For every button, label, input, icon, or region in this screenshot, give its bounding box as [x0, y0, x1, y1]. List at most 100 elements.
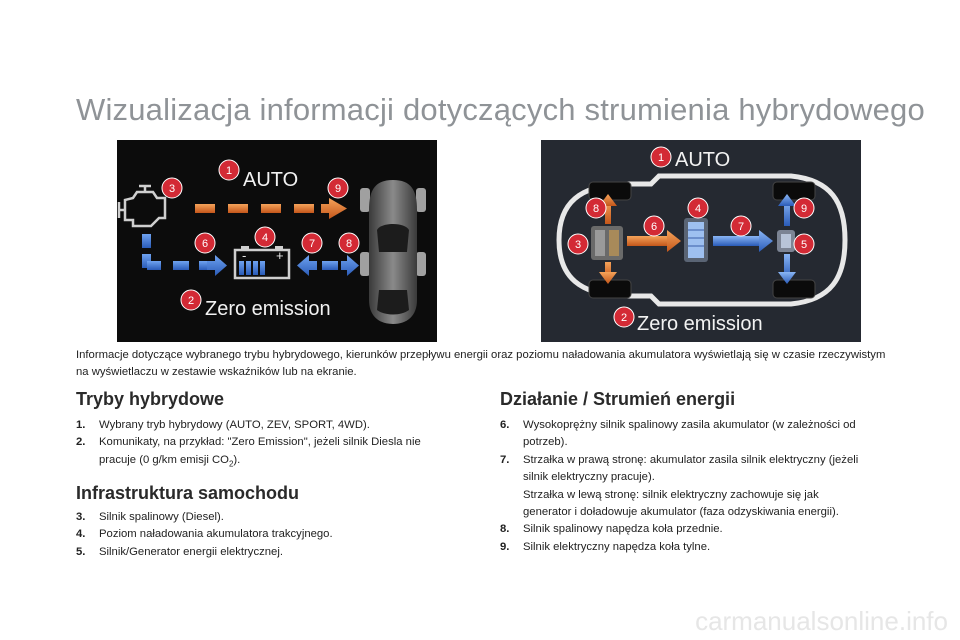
- badge-4-label: 4: [695, 203, 701, 215]
- item-text-pre: pracuje (0 g/km emisji CO: [99, 453, 229, 466]
- auto-mode-label: AUTO: [243, 169, 298, 191]
- list-vehicle-infrastructure: 3. Silnik spalinowy (Diesel). 4. Poziom …: [76, 509, 456, 561]
- badge-1-label: 1: [226, 165, 232, 177]
- battery-icon: [233, 246, 291, 280]
- badge-2-label: 2: [621, 312, 627, 324]
- badge-2: [613, 306, 635, 328]
- rear-arrow-up: [778, 194, 796, 206]
- list-item: 1. Wybrany tryb hybrydowy (AUTO, ZEV, SP…: [76, 417, 456, 434]
- battery-to-motor-arrow: [713, 230, 773, 252]
- badge-8-label: 8: [593, 203, 599, 215]
- item-text: Komunikaty, na przykład: "Zero Emission"…: [99, 436, 421, 449]
- item-text-continued: potrzeb).: [523, 436, 568, 449]
- flow-segment: [142, 254, 151, 268]
- badge-3: [567, 233, 589, 255]
- electric-motor-icon: [777, 230, 795, 252]
- battery-plus-label: +: [276, 248, 284, 263]
- engine-icon: [591, 226, 623, 260]
- item-number: 7.: [500, 453, 510, 466]
- badge-2-label: 2: [188, 295, 194, 307]
- engine-to-battery-arrow: [627, 230, 681, 252]
- badge-6-label: 6: [651, 221, 657, 233]
- badge-7-label: 7: [309, 238, 315, 250]
- list-item: 3. Silnik spalinowy (Diesel).: [76, 509, 456, 526]
- item-text-subscript: 2: [228, 459, 234, 469]
- badge-8: [327, 177, 349, 199]
- intro-paragraph: Informacje dotyczące wybranego trybu hyb…: [76, 349, 886, 378]
- item-number: 4.: [76, 528, 86, 541]
- item-text: Silnik spalinowy (Diesel).: [99, 511, 224, 523]
- badge-1: [218, 159, 240, 181]
- zero-emission-label: Zero emission: [205, 298, 331, 320]
- badge-3: [161, 177, 183, 199]
- badge-1: [650, 146, 672, 168]
- flow-segment: [147, 261, 161, 270]
- item-text-continued: silnik elektryczny pracuje).: [523, 471, 655, 484]
- rear-axle-down: [784, 254, 790, 278]
- item-text-continued: pracuje (0 g/km emisji CO2).: [99, 452, 456, 473]
- item-text: Poziom naładowania akumulatora trakcyjne…: [99, 528, 333, 541]
- badge-6-label: 6: [202, 238, 208, 250]
- zero-emission-label: Zero emission: [637, 313, 763, 335]
- dashboard-diagram: - + 1 3 9 6 4: [117, 159, 426, 324]
- item-number: 2.: [76, 436, 86, 449]
- list-item: 6. Wysokoprężny silnik spalinowy zasila …: [500, 417, 900, 452]
- battery-motor-arrow: [297, 255, 359, 276]
- badge-9: [793, 197, 815, 219]
- badge-4: [687, 197, 709, 219]
- rear-arrow-down: [778, 272, 796, 284]
- badge-4-label: 4: [262, 232, 268, 244]
- item-text: Silnik spalinowy napędza koła przednie.: [523, 523, 723, 536]
- badge-2: [180, 289, 202, 311]
- item-number: 3.: [76, 511, 86, 523]
- badge-8-label: 9: [335, 183, 341, 195]
- item-text-post: ).: [233, 453, 241, 466]
- badge-9-label: 8: [346, 238, 352, 250]
- item-text: Silnik/Generator energii elektrycznej.: [99, 545, 283, 558]
- list-item: 7. Strzałka w prawą stronę: akumulator z…: [500, 452, 900, 522]
- item-number: 9.: [500, 540, 510, 553]
- badge-3-label: 3: [169, 183, 175, 195]
- flow-segment: [173, 261, 189, 270]
- front-axle-down: [605, 262, 611, 278]
- badge-1-label: 1: [658, 152, 664, 164]
- badge-6: [194, 232, 216, 254]
- wheels: [588, 181, 816, 299]
- badge-8: [585, 197, 607, 219]
- item-number: 1.: [76, 419, 86, 431]
- badge-3-label: 3: [575, 239, 581, 251]
- flow-segment: [142, 234, 151, 248]
- item-text: Wybrany tryb hybrydowy (AUTO, ZEV, SPORT…: [99, 419, 370, 431]
- battery-icon: [684, 218, 708, 262]
- heading-vehicle-infrastructure: Infrastruktura samochodu: [76, 483, 300, 503]
- badge-7-label: 7: [738, 221, 744, 233]
- engine-to-wheels-arrow: [195, 198, 347, 219]
- rear-axle-up: [784, 200, 790, 226]
- energy-flow-figure-screen: 1 8 3 6 4 7 9 5 2 AUTO Zero emission: [541, 140, 861, 342]
- list-hybrid-modes: 1. Wybrany tryb hybrydowy (AUTO, ZEV, SP…: [76, 417, 456, 472]
- badge-5-label: 5: [801, 239, 807, 251]
- engine-icon: [117, 184, 167, 228]
- item-number: 8.: [500, 523, 510, 536]
- item-number: 6.: [500, 419, 510, 431]
- badge-4: [254, 226, 276, 248]
- item-text: Wysokoprężny silnik spalinowy zasila aku…: [523, 419, 856, 431]
- item-number: 5.: [76, 545, 86, 558]
- energy-flow-figure-dashboard: - + 1 3 9 6 4: [117, 140, 437, 342]
- badge-7: [730, 215, 752, 237]
- list-energy-flow: 6. Wysokoprężny silnik spalinowy zasila …: [500, 417, 900, 556]
- heading-energy-flow: Działanie / Strumień energii: [500, 389, 736, 409]
- list-item: 8. Silnik spalinowy napędza koła przedni…: [500, 521, 900, 538]
- auto-mode-label: AUTO: [675, 149, 730, 171]
- car-icon: [360, 180, 426, 324]
- item-text: Silnik elektryczny napędza koła tylne.: [523, 540, 711, 553]
- item-text: Strzałka w prawą stronę: akumulator zasi…: [523, 453, 859, 466]
- page-title: Wizualizacja informacji dotyczących stru…: [76, 92, 925, 127]
- item-text-continued: Strzałka w lewą stronę: silnik elektrycz…: [523, 488, 819, 501]
- heading-hybrid-modes: Tryby hybrydowe: [76, 389, 225, 409]
- list-item: 2. Komunikaty, na przykład: "Zero Emissi…: [76, 434, 456, 472]
- engine-to-battery-arrow: [199, 255, 227, 276]
- badge-7: [301, 232, 323, 254]
- screen-diagram: 1 8 3 6 4 7 9 5 2 AUTO Zero emission: [556, 146, 848, 335]
- list-item: 9. Silnik elektryczny napędza koła tylne…: [500, 539, 900, 556]
